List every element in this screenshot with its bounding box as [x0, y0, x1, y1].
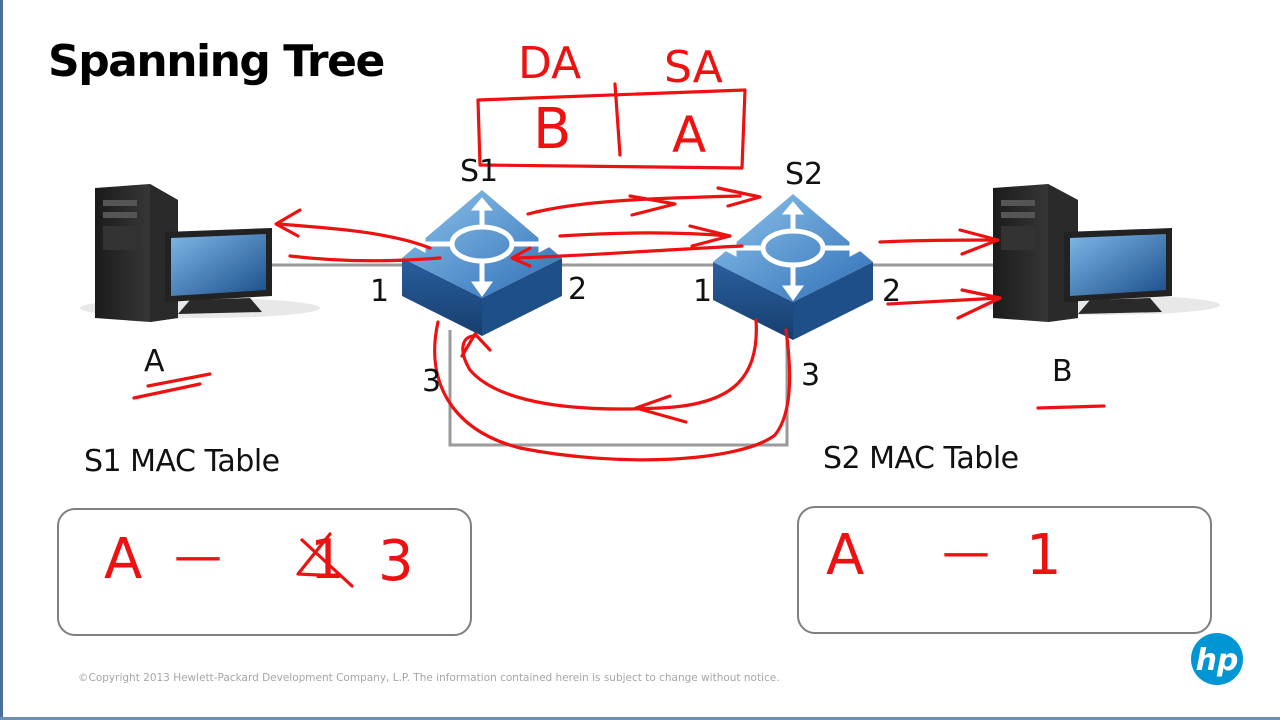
frame-box [476, 88, 747, 170]
switch-s2-icon [713, 194, 873, 340]
s2-mac-table-box [797, 506, 1212, 634]
frame-da-value: B [533, 97, 571, 162]
s1-table-dash: — [174, 528, 222, 584]
frame-sa-label: SA [664, 42, 723, 93]
switch-s2-label: S2 [785, 157, 824, 192]
copyright-text: ©Copyright 2013 Hewlett-Packard Developm… [78, 672, 780, 684]
s2-table-port: 1 [1026, 523, 1062, 588]
s2-table-mac: A [826, 523, 864, 588]
b-underline [1036, 404, 1106, 410]
computer-b-icon [980, 184, 1220, 322]
slide-bottom-edge [0, 717, 1280, 720]
frame-da-label: DA [518, 38, 581, 89]
s1-table-port: 3 [378, 529, 414, 594]
computer-a-icon [80, 184, 320, 322]
link-s1-s2-port3 [448, 330, 789, 447]
s1-port-2-label: 2 [568, 272, 588, 307]
s2-port-2-label: 2 [882, 274, 902, 309]
s2-table-dash: — [942, 524, 990, 580]
s2-mac-table-title: S2 MAC Table [823, 441, 1019, 476]
a-underline [146, 372, 212, 388]
s2-port-1-label: 1 [693, 274, 713, 309]
s1-port-3-label: 3 [422, 364, 442, 399]
s1-mac-table-title: S1 MAC Table [84, 444, 280, 479]
slide-left-edge [0, 0, 3, 720]
switch-s1-label: S1 [460, 154, 499, 189]
s1-mac-table-box [57, 508, 472, 636]
hp-logo-text: hp [1196, 643, 1239, 678]
s1-table-mac: A [104, 527, 142, 592]
host-a-label: A [144, 344, 165, 379]
arrow-s1-to-s2 [526, 194, 742, 216]
s1-table-old-port: 1 [310, 528, 344, 591]
slide-title: Spanning Tree [48, 36, 385, 87]
ink-annotations [132, 82, 1106, 588]
switch-s1-icon [402, 190, 562, 336]
links [272, 263, 1000, 447]
arrow-s1-to-a [276, 222, 432, 250]
arrow-s2-to-b [878, 238, 998, 244]
strike-x [300, 538, 354, 588]
loop-arrow [461, 318, 758, 411]
frame-sa-value: A [672, 106, 706, 164]
s2-port-3-label: 3 [801, 358, 821, 393]
host-b-label: B [1052, 354, 1073, 389]
frame-divider [613, 82, 622, 157]
hp-logo: hp [1191, 633, 1243, 685]
s1-port-1-label: 1 [370, 274, 390, 309]
